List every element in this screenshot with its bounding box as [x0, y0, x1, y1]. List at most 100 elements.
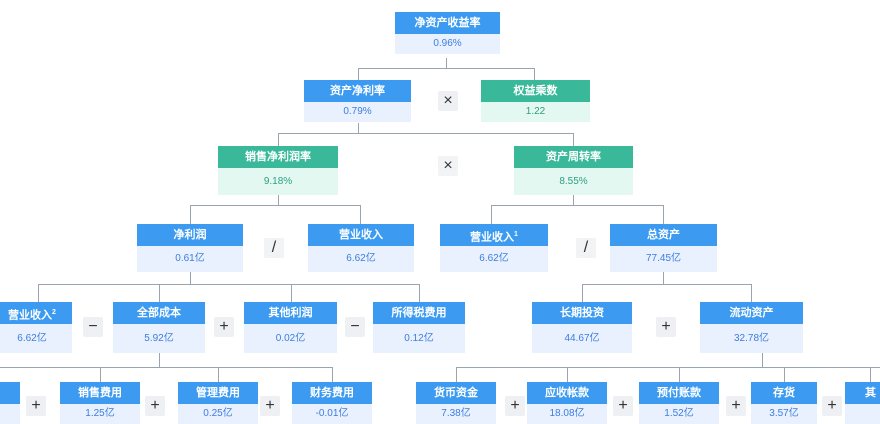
node-value: 0.12亿: [373, 324, 465, 353]
node-roa[interactable]: 资产净利率 0.79%: [304, 80, 411, 122]
node-net-margin[interactable]: 销售净利润率 9.18%: [218, 146, 338, 195]
node-value: 0.25亿: [178, 404, 258, 424]
node-value: 1.25亿: [60, 404, 140, 424]
node-value: 32.78亿: [700, 324, 803, 353]
node-value: 77.45亿: [610, 246, 717, 272]
connector: [291, 284, 292, 302]
node-label: 所得税费用: [373, 302, 465, 324]
connector: [491, 205, 492, 224]
node-label: 财务费用: [292, 382, 372, 404]
node-revenue[interactable]: 营业收入 6.62亿: [308, 224, 414, 272]
node-total-cost[interactable]: 全部成本 5.92亿: [113, 302, 205, 353]
node-receivables[interactable]: 应收帐款 18.08亿: [527, 382, 607, 424]
node-label: 其: [845, 382, 880, 404]
plus-operator: +: [26, 396, 46, 416]
node-label: 其他利润: [244, 302, 337, 324]
node-long-term-investment[interactable]: 长期投资 44.67亿: [532, 302, 632, 353]
node-inventory[interactable]: 存货 3.57亿: [751, 382, 817, 424]
plus-operator: +: [260, 396, 280, 416]
connector: [358, 123, 359, 133]
connector: [663, 272, 664, 284]
node-admin-expense[interactable]: 管理费用 0.25亿: [178, 382, 258, 424]
node-value: 6.62亿: [0, 324, 72, 353]
node-current-assets[interactable]: 流动资产 32.78亿: [700, 302, 803, 353]
node-asset-turnover[interactable]: 资产周转率 8.55%: [514, 146, 633, 195]
minus-operator: −: [345, 317, 365, 337]
connector: [663, 205, 664, 224]
connector: [190, 205, 360, 206]
node-value: 44.67亿: [532, 324, 632, 353]
connector: [456, 367, 880, 368]
connector: [582, 284, 583, 302]
node-revenue-2[interactable]: 营业收入2 6.62亿: [0, 302, 72, 353]
node-label: 货币资金: [416, 382, 496, 404]
connector: [332, 367, 333, 382]
connector: [159, 353, 160, 367]
node-value: 9.18%: [218, 168, 338, 195]
node-equity-multiplier[interactable]: 权益乘数 1.22: [481, 80, 590, 122]
node-total-assets[interactable]: 总资产 77.45亿: [610, 224, 717, 272]
divide-operator: /: [576, 238, 596, 258]
plus-operator: +: [726, 396, 746, 416]
node-value: 0.61亿: [137, 246, 243, 272]
node-label: 资产周转率: [514, 146, 633, 168]
connector: [0, 367, 333, 368]
connector: [679, 367, 680, 382]
node-label: 营业收入2: [0, 302, 72, 324]
node-value: 1.22: [481, 102, 590, 122]
node-roe[interactable]: 净资产收益率 0.96%: [395, 12, 500, 54]
node-finance-expense[interactable]: 财务费用 -0.01亿: [292, 382, 372, 424]
node-value: 8.55%: [514, 168, 633, 195]
connector: [38, 284, 420, 285]
connector: [358, 68, 359, 80]
connector: [573, 195, 574, 205]
node-label: 营业收入1: [440, 224, 548, 246]
node-revenue-1[interactable]: 营业收入1 6.62亿: [440, 224, 548, 272]
connector: [491, 205, 663, 206]
node-label: 管理费用: [178, 382, 258, 404]
node-value: 1.52亿: [639, 404, 719, 424]
node-income-tax[interactable]: 所得税费用 0.12亿: [373, 302, 465, 353]
connector: [534, 68, 535, 80]
plus-operator: +: [145, 396, 165, 416]
node-label: 存货: [751, 382, 817, 404]
plus-operator: +: [214, 317, 234, 337]
connector: [190, 272, 191, 284]
connector: [751, 284, 752, 302]
plus-operator: +: [822, 396, 842, 416]
connector: [360, 205, 361, 224]
connector: [278, 133, 279, 146]
connector: [446, 58, 447, 68]
plus-operator: +: [613, 396, 633, 416]
plus-operator: +: [505, 396, 525, 416]
node-label: 营业收入: [308, 224, 414, 246]
connector: [159, 284, 160, 302]
connector: [582, 284, 751, 285]
node-prepayments[interactable]: 预付账款 1.52亿: [639, 382, 719, 424]
connector: [456, 367, 457, 382]
node-value: 5.92亿: [113, 324, 205, 353]
node-other[interactable]: 其: [845, 382, 880, 424]
connector: [278, 133, 574, 134]
connector: [567, 367, 568, 382]
node-value: 6.62亿: [308, 246, 414, 272]
connector: [38, 284, 39, 302]
connector: [573, 133, 574, 146]
node-label: 应收帐款: [527, 382, 607, 404]
node-label: 净利润: [137, 224, 243, 246]
node-label: 全部成本: [113, 302, 205, 324]
connector: [278, 195, 279, 205]
node-net-profit[interactable]: 净利润 0.61亿: [137, 224, 243, 272]
node-other-profit[interactable]: 其他利润 0.02亿: [244, 302, 337, 353]
node-value: 7.38亿: [416, 404, 496, 424]
node-value: 0.96%: [395, 34, 500, 54]
connector: [762, 353, 763, 367]
node-cash[interactable]: 货币资金 7.38亿: [416, 382, 496, 424]
times-operator: ×: [438, 156, 458, 176]
node-value: 18.08亿: [527, 404, 607, 424]
node-selling-expense[interactable]: 销售费用 1.25亿: [60, 382, 140, 424]
node-label: 流动资产: [700, 302, 803, 324]
node-label: 权益乘数: [481, 80, 590, 102]
node-value: 3.57亿: [751, 404, 817, 424]
node-label: 销售费用: [60, 382, 140, 404]
